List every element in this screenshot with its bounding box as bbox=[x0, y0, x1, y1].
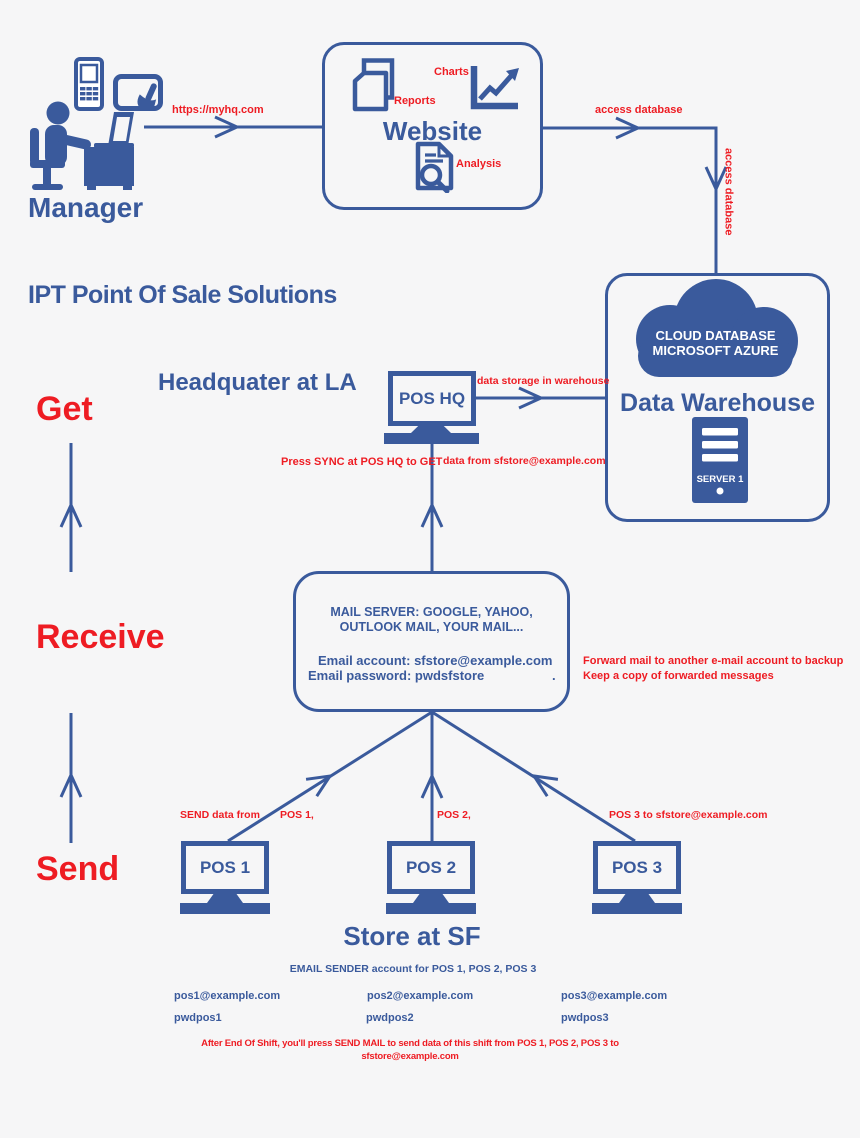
pos3-email: pos3@example.com bbox=[561, 990, 668, 1002]
forward-note-line1: Forward mail to another e-mail account t… bbox=[583, 655, 844, 667]
mail-server-box: MAIL SERVER: GOOGLE, YAHOO, OUTLOOK MAIL… bbox=[293, 571, 570, 712]
manager-label: Manager bbox=[28, 192, 144, 223]
mail-password: Email password: pwdsfstore bbox=[308, 668, 485, 683]
send-pos3-label: POS 3 to sfstore@example.com bbox=[609, 809, 768, 821]
arrow-poshq-to-warehouse bbox=[475, 386, 605, 410]
server-label: SERVER 1 bbox=[696, 474, 744, 485]
pos3-password: pwdpos3 bbox=[561, 1012, 609, 1024]
send-pos2-label: POS 2, bbox=[437, 809, 471, 821]
pos2-email: pos2@example.com bbox=[367, 990, 474, 1002]
flow-arrow-send-to-receive bbox=[59, 713, 83, 843]
data-storage-label: data storage in warehouse bbox=[477, 375, 610, 387]
pos3-monitor-stand bbox=[619, 894, 655, 903]
page-title: IPT Point Of Sale Solutions bbox=[28, 281, 337, 309]
access-database-vertical-label: access database bbox=[722, 148, 735, 236]
data-from-label: data from sfstore@example.com bbox=[443, 455, 606, 467]
pos1-label: POS 1 bbox=[199, 857, 251, 877]
analysis-label: Analysis bbox=[456, 158, 502, 170]
end-of-shift-note: After End Of Shift, you'll press SEND MA… bbox=[201, 1038, 619, 1062]
pos-hq-monitor-base bbox=[384, 433, 479, 444]
myhq-link-label: https://myhq.com bbox=[172, 104, 264, 116]
tablet-touch-icon bbox=[113, 74, 163, 111]
pos2-password: pwdpos2 bbox=[366, 1012, 414, 1024]
pos-hq-monitor: POS HQ bbox=[388, 371, 476, 426]
pos3-monitor: POS 3 bbox=[593, 841, 681, 894]
mail-server-line2: OUTLOOK MAIL, YOUR MAIL... bbox=[339, 620, 524, 634]
press-sync-label: Press SYNC at POS HQ to GET bbox=[281, 456, 443, 468]
pos2-monitor: POS 2 bbox=[387, 841, 475, 894]
website-title: Website bbox=[382, 116, 483, 146]
pos1-monitor-base bbox=[180, 903, 270, 914]
pos3-label: POS 3 bbox=[611, 857, 663, 877]
access-database-label: access database bbox=[595, 104, 683, 116]
documents-icon bbox=[352, 58, 395, 112]
store-title: Store at SF bbox=[343, 921, 481, 951]
receive-label: Receive bbox=[36, 618, 165, 656]
arrow-pos1-to-mailserver bbox=[227, 710, 433, 843]
mail-server-line1: MAIL SERVER: GOOGLE, YAHOO, bbox=[330, 605, 533, 619]
arrow-manager-to-website bbox=[144, 115, 322, 139]
pos2-monitor-base bbox=[386, 903, 476, 914]
pos-hq-monitor-stand bbox=[411, 426, 451, 433]
pos2-monitor-stand bbox=[413, 894, 449, 903]
mail-dot: . bbox=[552, 668, 556, 683]
headquarter-title: Headquater at LA bbox=[158, 369, 357, 396]
pos2-label: POS 2 bbox=[405, 857, 457, 877]
reports-label: Reports bbox=[394, 95, 436, 107]
cloud-label: CLOUD DATABASE MICROSOFT AZURE bbox=[652, 328, 779, 358]
pos1-email: pos1@example.com bbox=[174, 990, 281, 1002]
cloud-icon: CLOUD DATABASE MICROSOFT AZURE bbox=[628, 279, 803, 384]
arrow-pos2-to-mailserver bbox=[420, 712, 444, 841]
send-label: Send bbox=[36, 850, 120, 888]
mail-account: Email account: sfstore@example.com bbox=[318, 653, 553, 668]
document-analysis-icon bbox=[415, 141, 454, 193]
server-icon: SERVER 1 bbox=[692, 417, 748, 503]
flow-arrow-receive-to-get bbox=[59, 443, 83, 572]
charts-label: Charts bbox=[434, 66, 469, 78]
line-chart-icon bbox=[470, 66, 519, 110]
arrow-pos3-to-mailserver bbox=[431, 710, 636, 843]
send-pos1-label: POS 1, bbox=[280, 809, 314, 821]
pos1-monitor-stand bbox=[207, 894, 243, 903]
email-sender-header: EMAIL SENDER account for POS 1, POS 2, P… bbox=[289, 963, 537, 975]
mobile-phone-icon bbox=[74, 57, 104, 111]
get-label: Get bbox=[36, 390, 93, 428]
arrow-mailserver-to-poshq bbox=[420, 444, 444, 571]
pos1-monitor: POS 1 bbox=[181, 841, 269, 894]
pos3-monitor-base bbox=[592, 903, 682, 914]
pos-hq-label: POS HQ bbox=[398, 388, 466, 408]
arrow-website-to-warehouse bbox=[543, 116, 728, 273]
send-data-from-label: SEND data from bbox=[180, 809, 260, 821]
manager-at-desk-icon bbox=[30, 101, 134, 190]
forward-note-line2: Keep a copy of forwarded messages bbox=[583, 670, 774, 682]
pos1-password: pwdpos1 bbox=[174, 1012, 222, 1024]
data-warehouse-title: Data Warehouse bbox=[620, 389, 815, 417]
